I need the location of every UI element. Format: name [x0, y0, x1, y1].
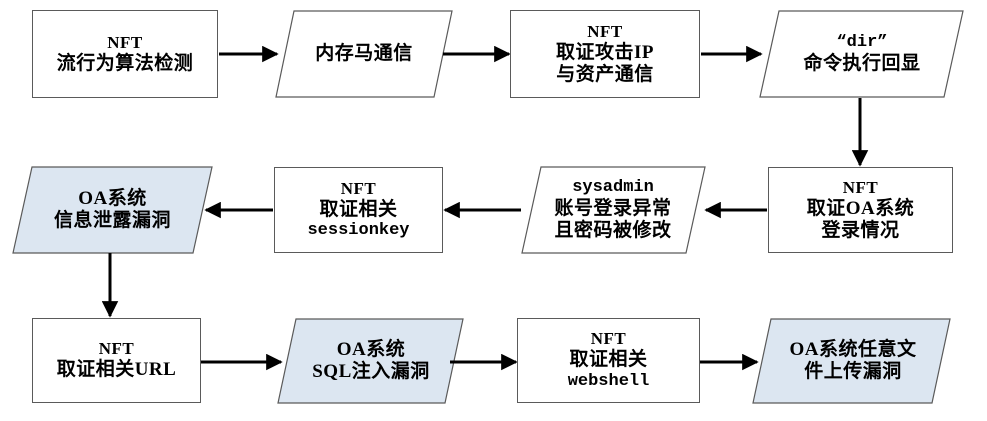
node-line: NFT: [590, 329, 627, 349]
node-line: NFT: [842, 177, 879, 197]
node-line: NFT: [98, 339, 135, 359]
node-dir-command-echo[interactable]: “dir” 命令执行回显: [762, 11, 962, 97]
node-line: “dir”: [836, 32, 888, 52]
node-line: 取证相关URL: [56, 359, 177, 381]
node-oa-sql-injection-vuln[interactable]: OA系统 SQL注入漏洞: [279, 319, 463, 403]
node-line: NFT: [340, 178, 377, 198]
node-nft-behavior-detection[interactable]: NFT 流行为算法检测: [32, 10, 218, 98]
node-line: 命令执行回显: [803, 52, 921, 74]
node-line: OA系统: [78, 187, 147, 209]
node-line: webshell: [567, 371, 650, 391]
node-line: 取证相关: [319, 198, 398, 220]
node-line: SQL注入漏洞: [312, 361, 430, 382]
node-line: 信息泄露漏洞: [53, 210, 171, 231]
node-line: 取证OA系统: [806, 197, 915, 219]
node-nft-related-url[interactable]: NFT 取证相关URL: [32, 318, 201, 403]
node-oa-arbitrary-file-upload-vuln[interactable]: OA系统任意文 件上传漏洞: [755, 319, 951, 403]
node-nft-oa-login-status[interactable]: NFT 取证OA系统 登录情况: [768, 167, 953, 253]
node-line: OA系统: [336, 338, 406, 360]
node-line: NFT: [107, 32, 143, 52]
node-line: 取证相关: [569, 349, 648, 371]
node-line: OA系统任意文: [789, 338, 917, 360]
node-nft-attack-ip-asset[interactable]: NFT 取证攻击IP 与资产通信: [510, 10, 700, 98]
node-line: 取证攻击IP: [555, 41, 654, 63]
node-line: 登录情况: [821, 220, 900, 242]
node-line: 与资产通信: [556, 64, 654, 86]
node-nft-webshell[interactable]: NFT 取证相关 webshell: [517, 318, 700, 403]
node-line: 件上传漏洞: [804, 361, 902, 382]
node-line: sysadmin: [572, 177, 654, 197]
node-line: 流行为算法检测: [56, 52, 194, 74]
node-line: 且密码被修改: [554, 220, 672, 242]
node-line: sessionkey: [307, 221, 410, 241]
node-line: 账号登录异常: [554, 197, 672, 219]
node-line: NFT: [587, 21, 623, 41]
node-oa-info-leak-vuln[interactable]: OA系统 信息泄露漏洞: [14, 167, 211, 253]
node-memory-trojan-comm[interactable]: 内存马通信: [276, 11, 452, 97]
node-line: 内存马通信: [315, 42, 413, 64]
node-nft-sessionkey[interactable]: NFT 取证相关 sessionkey: [274, 167, 443, 253]
node-sysadmin-abnormal-login[interactable]: sysadmin 账号登录异常 且密码被修改: [523, 167, 703, 253]
